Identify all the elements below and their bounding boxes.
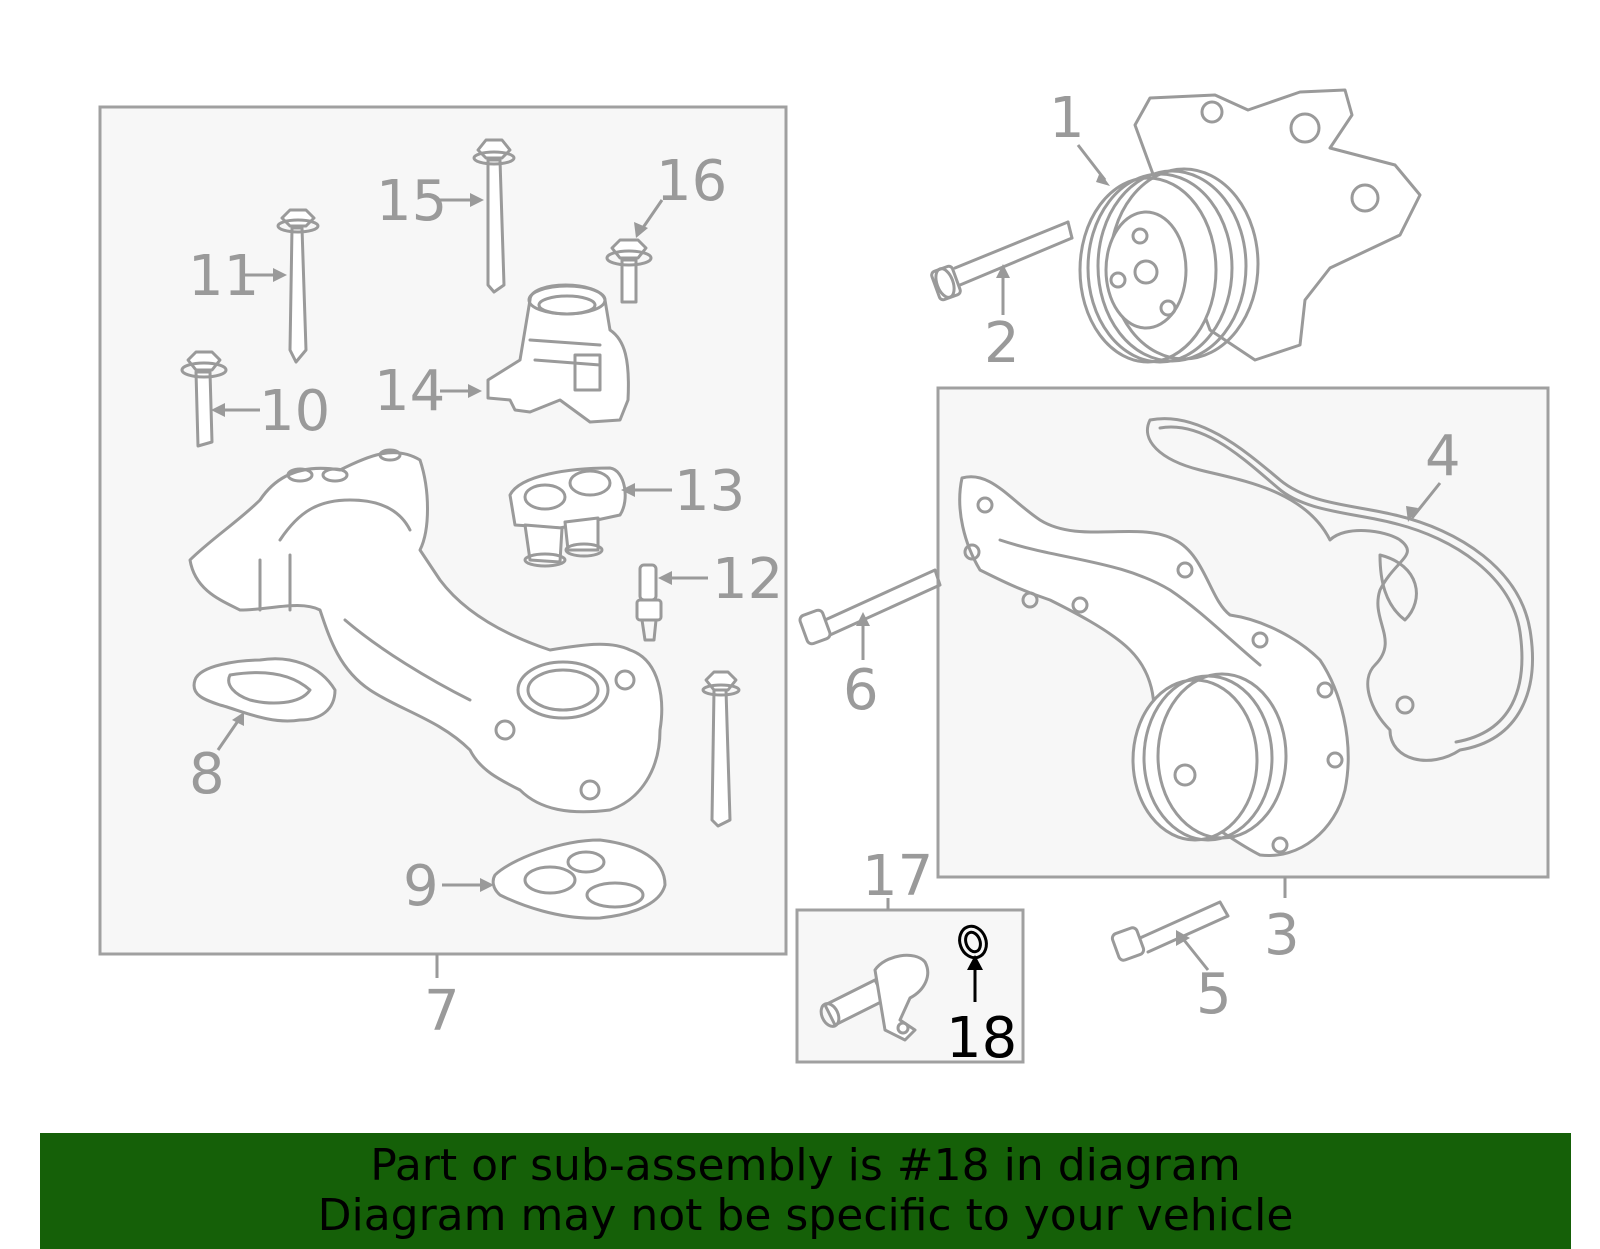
part-18-o-ring[interactable] (955, 923, 990, 962)
part-16-bolt[interactable] (605, 238, 653, 304)
callout-15: 15 (376, 169, 447, 234)
part-10-bolt[interactable] (180, 350, 228, 448)
callout-4: 4 (1425, 424, 1461, 489)
callout-10: 10 (259, 379, 330, 444)
callout-9: 9 (403, 854, 439, 919)
banner-line-1: Part or sub-assembly is #18 in diagram (370, 1140, 1241, 1191)
part-7-housing[interactable] (188, 448, 664, 814)
callout-6: 6 (843, 658, 879, 723)
part-13-thermostat[interactable] (508, 466, 627, 568)
part-8-gasket[interactable] (192, 657, 337, 723)
part-9-gasket[interactable] (491, 838, 667, 920)
part-14-housing[interactable] (486, 283, 630, 424)
callout-11: 11 (188, 244, 259, 309)
part-11-bolt[interactable] (276, 208, 320, 364)
leader-lines (211, 144, 1442, 1002)
part-6-bolt[interactable] (798, 568, 942, 646)
info-banner: Part or sub-assembly is #18 in diagram D… (40, 1133, 1571, 1249)
callout-8: 8 (189, 742, 225, 807)
part-1-pump-pulley[interactable] (1078, 88, 1422, 364)
housing-bolt[interactable] (701, 670, 741, 828)
callout-1: 1 (1049, 86, 1085, 151)
group-box-7 (98, 105, 788, 956)
callout-13: 13 (674, 459, 745, 524)
callout-7: 7 (424, 979, 460, 1044)
banner-line-2: Diagram may not be specific to your vehi… (317, 1190, 1294, 1241)
part-12-sensor[interactable] (635, 563, 663, 642)
callout-16: 16 (656, 149, 727, 214)
part-17-fitting[interactable] (818, 953, 930, 1042)
callout-5: 5 (1196, 962, 1232, 1027)
part-2-bolt[interactable] (930, 220, 1074, 302)
callout-12: 12 (712, 547, 783, 612)
callout-18: 18 (946, 1006, 1017, 1071)
part-5-bolt[interactable] (1110, 900, 1230, 962)
part-3-water-pump[interactable] (958, 475, 1350, 858)
callout-2: 2 (984, 311, 1020, 376)
callout-3: 3 (1264, 903, 1300, 968)
callout-17: 17 (862, 844, 933, 909)
callout-14: 14 (374, 359, 445, 424)
part-15-bolt[interactable] (472, 138, 516, 294)
part-4-gasket[interactable] (1146, 417, 1534, 762)
